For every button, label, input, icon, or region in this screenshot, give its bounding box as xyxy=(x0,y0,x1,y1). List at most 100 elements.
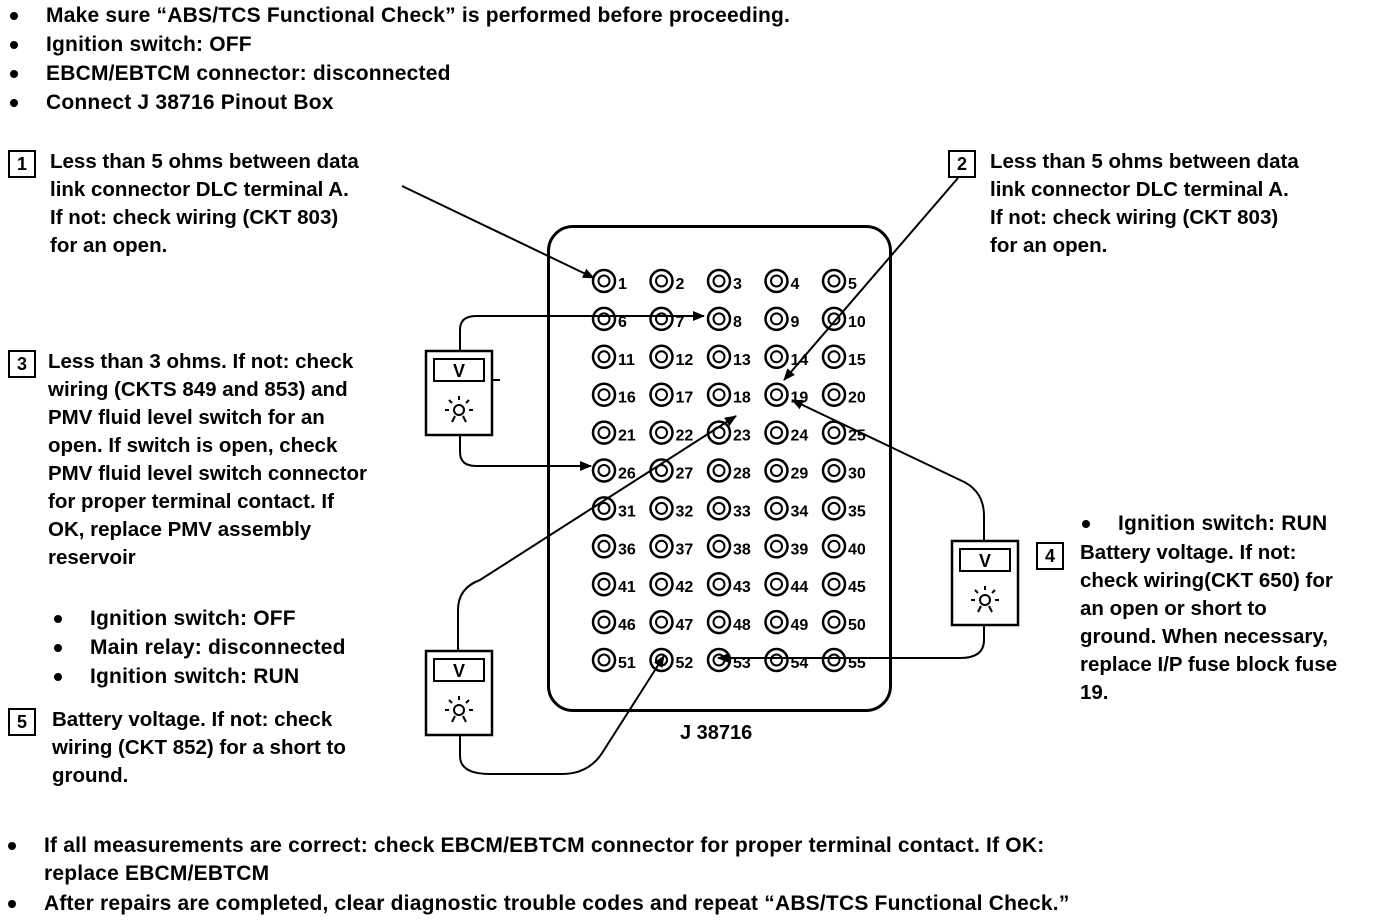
terminal-number: 38 xyxy=(733,541,751,558)
terminal-number: 37 xyxy=(676,541,694,558)
terminal-36: 36 xyxy=(591,534,636,559)
terminal-51: 51 xyxy=(591,647,636,673)
meter-3-wire-b xyxy=(717,625,985,663)
terminal-number: 28 xyxy=(733,466,751,483)
terminal-50: 50 xyxy=(821,609,866,635)
terminal-number: 43 xyxy=(733,579,751,596)
mid-bullet-3: Ignition switch: RUN xyxy=(53,663,299,691)
terminal-14: 14 xyxy=(764,344,808,370)
terminal-23: 23 xyxy=(706,420,751,445)
terminal-number: 27 xyxy=(676,466,694,483)
terminal-34: 34 xyxy=(764,496,809,521)
mid-bullet-2: Main relay: disconnected xyxy=(54,634,346,662)
bottom-bullet-1: If all measurements are correct: check E… xyxy=(7,832,1044,860)
step-2-leader-arrow xyxy=(783,177,959,381)
terminal-number: 51 xyxy=(618,655,636,672)
terminal-7: 7 xyxy=(649,306,685,332)
meter-1-wire-b xyxy=(459,435,592,471)
terminal-number: 24 xyxy=(791,428,809,445)
terminal-47: 47 xyxy=(649,609,694,635)
terminal-number: 41 xyxy=(618,579,636,596)
terminal-number: 11 xyxy=(618,352,635,369)
terminal-48: 48 xyxy=(706,609,751,635)
terminal-number: 52 xyxy=(676,655,694,672)
terminal-number: 48 xyxy=(733,617,751,634)
terminal-37: 37 xyxy=(649,534,694,559)
meter-3: V xyxy=(950,539,1020,627)
terminal-24: 24 xyxy=(764,420,809,445)
terminal-16: 16 xyxy=(591,382,636,407)
terminal-27: 27 xyxy=(649,458,694,483)
step-4-number: 4 xyxy=(1036,542,1064,570)
terminal-41: 41 xyxy=(591,571,636,597)
terminal-6: 6 xyxy=(591,306,627,332)
terminal-number: 40 xyxy=(848,541,866,558)
terminal-number: 2 xyxy=(676,276,685,293)
terminal-29: 29 xyxy=(764,458,808,483)
terminal-number: 22 xyxy=(676,428,694,445)
terminal-number: 47 xyxy=(676,617,694,634)
step-5-number: 5 xyxy=(8,708,36,736)
terminal-22: 22 xyxy=(649,420,694,445)
terminal-number: 33 xyxy=(733,503,751,520)
terminal-number: 15 xyxy=(848,352,866,369)
terminal-number: 54 xyxy=(791,655,809,672)
terminal-8: 8 xyxy=(706,306,742,332)
terminal-number: 3 xyxy=(733,276,742,293)
probe-lamp-icon xyxy=(445,696,473,723)
terminal-31: 31 xyxy=(591,496,636,521)
terminal-number: 7 xyxy=(676,314,685,331)
terminal-number: 4 xyxy=(791,276,800,293)
terminal-number: 42 xyxy=(676,579,694,596)
step-3-number: 3 xyxy=(8,350,36,378)
terminal-28: 28 xyxy=(706,458,751,483)
terminal-3: 3 xyxy=(706,268,742,294)
terminal-number: 32 xyxy=(676,503,694,520)
meter-2: V xyxy=(424,649,494,737)
terminal-10: 10 xyxy=(821,306,866,332)
terminal-number: 55 xyxy=(848,655,866,672)
step-2-number: 2 xyxy=(948,150,976,178)
terminal-39: 39 xyxy=(764,534,809,559)
terminal-number: 31 xyxy=(618,503,636,520)
terminal-number: 39 xyxy=(791,541,809,558)
terminal-number: 1 xyxy=(618,276,627,293)
terminal-35: 35 xyxy=(821,496,866,521)
terminal-number: 36 xyxy=(618,541,636,558)
terminal-21: 21 xyxy=(591,420,636,445)
bottom-bullet-2: After repairs are completed, clear diagn… xyxy=(8,890,1070,918)
terminal-number: 16 xyxy=(618,390,636,407)
terminal-number: 35 xyxy=(848,503,866,520)
meter-1-label: V xyxy=(453,361,465,381)
terminal-42: 42 xyxy=(649,571,694,597)
terminal-number: 25 xyxy=(848,428,866,445)
terminal-32: 32 xyxy=(649,496,694,521)
bottom-bullet-1-cont: replace EBCM/EBTCM xyxy=(44,862,270,885)
mid-bullet-1: Ignition switch: OFF xyxy=(54,605,296,633)
meter-3-wire-a xyxy=(791,399,985,541)
terminal-number: 44 xyxy=(791,579,809,596)
terminal-30: 30 xyxy=(821,458,866,483)
terminal-number: 34 xyxy=(791,503,809,520)
terminal-number: 46 xyxy=(618,617,636,634)
terminal-number: 9 xyxy=(791,314,800,331)
probe-lamp-icon xyxy=(445,396,473,423)
terminal-44: 44 xyxy=(764,571,809,597)
pinout-caption: J 38716 xyxy=(680,722,753,744)
terminal-number: 49 xyxy=(791,617,809,634)
terminal-17: 17 xyxy=(649,382,693,407)
meter-1-wire-a xyxy=(459,311,705,351)
terminal-33: 33 xyxy=(706,496,751,521)
terminal-4: 4 xyxy=(764,268,800,294)
terminal-5: 5 xyxy=(821,268,857,294)
meter-1: V xyxy=(424,349,494,437)
top-bullet-3: EBCM/EBTCM connector: disconnected xyxy=(10,60,451,88)
terminal-number: 21 xyxy=(618,428,636,445)
step-4-bullet: Ignition switch: RUN xyxy=(1081,510,1327,538)
meter-2-wire-a xyxy=(457,415,737,651)
terminal-19: 19 xyxy=(764,382,808,407)
